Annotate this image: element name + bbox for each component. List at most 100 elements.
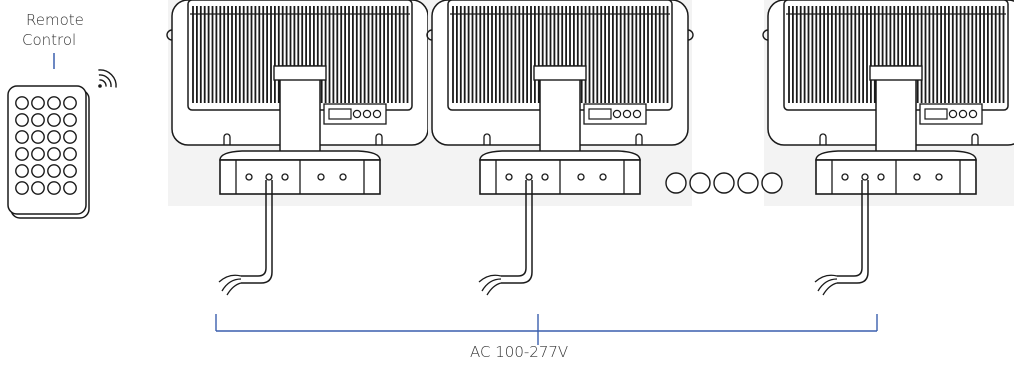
continuation-circle [713,172,735,194]
signal-wave [98,74,112,88]
bracket-cap [533,65,587,81]
wire-tail [481,278,502,292]
remote-button [63,181,77,195]
fixture-1 [166,0,434,296]
remote-button [15,96,29,110]
remote-button [47,147,61,161]
screw-icon [505,173,513,181]
dial-icon [968,109,978,119]
wire-tail [814,274,838,283]
wire-tail [822,282,838,296]
screw-icon [599,173,607,181]
heat-sink-fins [786,6,1006,103]
screw-icon [841,173,849,181]
dial-icon [632,109,642,119]
wire-tail [226,282,242,296]
remote-control [7,53,117,219]
power-cable [241,180,273,284]
remote-button [15,113,29,127]
fixture-3 [762,0,1014,296]
housing-notch [483,133,491,145]
wire-tails-icon [218,274,242,296]
screw-icon [577,173,585,181]
mount-ear-right [687,29,694,41]
power-voltage-label: AC 100-277V [470,343,569,361]
screw-icon [935,173,943,181]
continuation-circle [761,172,783,194]
bracket-cap [273,65,327,81]
remote-button [47,164,61,178]
remote-button [31,181,45,195]
base-dome [815,150,977,161]
wire-tails-icon [814,274,838,296]
remote-button [63,164,77,178]
remote-button [15,164,29,178]
remote-button [63,113,77,127]
power-cable [837,180,863,277]
remote-button [15,130,29,144]
wire-tail [486,282,502,296]
remote-button [31,113,45,127]
switch-icon [588,108,612,120]
power-cable [501,180,527,277]
remote-button [31,147,45,161]
signal-wave [99,79,107,87]
bracket-cap [869,65,923,81]
base-dome [219,150,381,161]
housing-notch [223,133,231,145]
mount-ear-left [762,29,769,41]
dial-icon [958,109,968,119]
remote-button [47,96,61,110]
remote-button [47,181,61,195]
wire-tails-icon [478,274,502,296]
remote-button [63,147,77,161]
mount-ear-left [426,29,433,41]
remote-button [15,147,29,161]
power-cable [501,180,533,284]
cable-gland [525,173,533,181]
dial-icon [372,109,382,119]
wire-tail [218,274,242,283]
dial-icon [352,109,362,119]
remote-button [31,96,45,110]
screw-icon [913,173,921,181]
housing-notch [971,133,979,145]
switch-icon [924,108,948,120]
cable-gland [861,173,869,181]
remote-button [63,130,77,144]
screw-icon [877,173,885,181]
power-cable [241,180,267,277]
wire-tail [221,278,242,292]
remote-button [63,96,77,110]
screw-icon [245,173,253,181]
remote-control-label-line1: Remote [26,11,84,29]
remote-button [31,130,45,144]
dial-icon [362,109,372,119]
continuation-circle [689,172,711,194]
screw-icon [339,173,347,181]
mount-ear-left [166,29,173,41]
signal-wave [98,69,117,88]
housing-notch [375,133,383,145]
base-dome [479,150,641,161]
remote-button [15,181,29,195]
continuation-circle [665,172,687,194]
screw-icon [281,173,289,181]
power-bracket [215,314,878,345]
wire-tail [478,274,502,283]
wire-tail [817,278,838,292]
switch-icon [328,108,352,120]
continuation-circle [737,172,759,194]
cable-gland [265,173,273,181]
screw-icon [317,173,325,181]
screw-icon [541,173,549,181]
signal-dot [98,84,102,88]
remote-button [31,164,45,178]
signal-waves-icon [98,69,117,88]
fixture-2 [426,0,694,296]
power-cable [837,180,869,284]
housing-notch [635,133,643,145]
remote-control-label-line2: Control [22,31,77,49]
